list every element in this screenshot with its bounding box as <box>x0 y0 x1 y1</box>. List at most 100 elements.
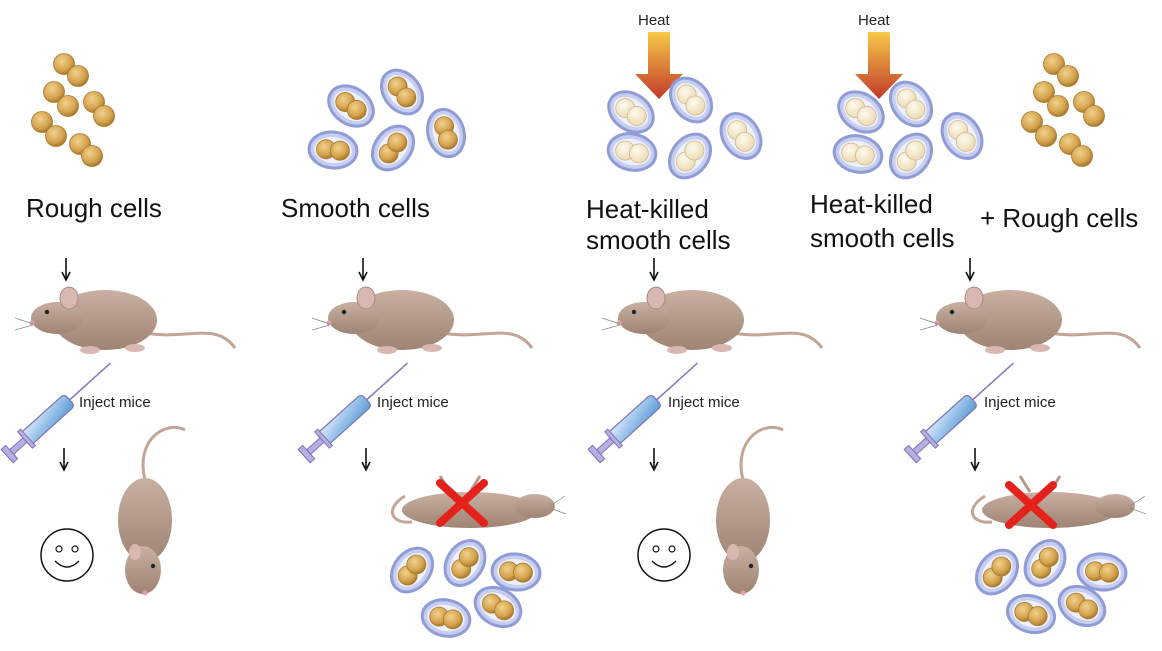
x-stroke <box>436 479 488 527</box>
mouse-tail <box>139 330 237 349</box>
x-stroke <box>1005 481 1057 529</box>
syringe-needle <box>656 362 698 401</box>
smooth-cell <box>426 107 466 159</box>
rough-cell-cluster-2 <box>1021 53 1105 167</box>
smooth-cell <box>974 548 1020 596</box>
cell-half <box>513 562 533 583</box>
label-heat-killed-2-line1: Heat-killed <box>810 189 933 219</box>
mouse-body <box>958 290 1062 350</box>
syringe-4 <box>903 362 1014 464</box>
syringe-thumb <box>297 444 316 464</box>
label-plus-rough-cells: + Rough cells <box>980 203 1139 233</box>
smooth-cell <box>327 84 375 128</box>
smiley-eye <box>668 545 676 553</box>
syringe-flange <box>919 428 940 449</box>
smooth-cell <box>473 585 523 629</box>
mouse-tail <box>739 426 784 481</box>
mouse-tail <box>141 426 186 481</box>
cell-half <box>1099 562 1119 583</box>
mouse-body <box>118 478 172 562</box>
cell-half <box>1027 606 1048 626</box>
mouse-body <box>53 290 157 350</box>
cell-half <box>442 609 463 630</box>
down-arrow-bottom-4 <box>970 448 980 472</box>
mouse-nose <box>616 320 622 326</box>
syringe-3 <box>587 362 698 464</box>
whisker <box>14 324 34 331</box>
mouse-body <box>716 478 770 562</box>
rough-cell <box>1021 111 1043 133</box>
mouse-tail <box>391 494 413 524</box>
smooth-cell <box>307 130 359 170</box>
down-arrow-top-1 <box>61 258 71 282</box>
heat-killed-smooth-cell <box>668 76 714 124</box>
rough-cell <box>53 53 75 75</box>
syringe-plunger <box>8 437 28 455</box>
mouse-tail <box>971 494 993 524</box>
mouse-paw <box>125 344 145 352</box>
rough-cell <box>1043 53 1065 75</box>
heat-killed-smooth-cell <box>888 132 934 180</box>
smiley-mouth <box>651 560 677 568</box>
heat-killed-smooth-cell <box>888 80 934 128</box>
rough-cell <box>1057 65 1079 87</box>
smooth-cell <box>443 539 487 587</box>
mouse-3 <box>601 286 824 354</box>
heat-arrow-1 <box>635 32 683 99</box>
mouse-head <box>31 302 83 334</box>
smooth-cell-cluster <box>307 68 466 172</box>
smooth-cell <box>490 552 542 592</box>
mouse-head <box>618 302 670 334</box>
smiley-eye <box>652 545 660 553</box>
mouse-nose <box>142 590 148 596</box>
down-arrow-top-3 <box>649 258 659 282</box>
cell-half <box>955 131 976 152</box>
cell-half <box>406 554 427 575</box>
mouse-paw <box>1030 344 1050 352</box>
mouse-4 <box>919 286 1142 354</box>
arrow-head <box>358 271 368 282</box>
syringe-flange <box>603 428 624 449</box>
down-arrow-top-2 <box>358 258 368 282</box>
cell-half <box>905 99 926 120</box>
live-mouse-2 <box>716 426 784 596</box>
cell-half <box>1038 547 1059 568</box>
smooth-cell <box>379 68 425 116</box>
syringe-thumb <box>587 444 606 464</box>
rough-cell <box>81 145 103 167</box>
syringe-flange <box>16 428 37 449</box>
mouse-eye <box>341 309 347 315</box>
cell-half <box>626 106 647 126</box>
inject-label-1: Inject mice <box>79 394 151 411</box>
syringe-plunger <box>911 437 931 455</box>
arrow-head <box>965 271 975 282</box>
label-rough-cells: Rough cells <box>26 193 162 223</box>
rough-cell <box>1083 105 1105 127</box>
syringe-flange <box>313 428 334 449</box>
syringe-plunger <box>305 437 325 455</box>
heat-arrow-icon <box>855 32 903 99</box>
smooth-cell <box>389 546 435 594</box>
smooth-cell <box>420 598 472 638</box>
heat-killed-smooth-cell <box>832 134 884 174</box>
whisker <box>919 324 939 331</box>
mouse-body <box>640 290 744 350</box>
whisker <box>549 495 566 507</box>
whisker <box>919 317 939 325</box>
mouse-eye <box>748 563 754 569</box>
heat-killed-smooth-cell <box>837 90 885 134</box>
cell-half <box>685 95 706 116</box>
whisker <box>1129 495 1146 507</box>
rough-cell <box>1035 125 1057 147</box>
cell-half <box>437 129 458 150</box>
mouse-paw <box>667 346 687 354</box>
mouse-ear <box>59 286 79 310</box>
arrow-head <box>59 461 69 472</box>
mouse-tail <box>436 330 534 349</box>
whisker <box>601 317 621 325</box>
syringe-1 <box>0 362 111 464</box>
arrow-head <box>361 461 371 472</box>
arrow-head <box>970 461 980 472</box>
death-x-2 <box>1005 481 1057 529</box>
rough-cell <box>67 65 89 87</box>
